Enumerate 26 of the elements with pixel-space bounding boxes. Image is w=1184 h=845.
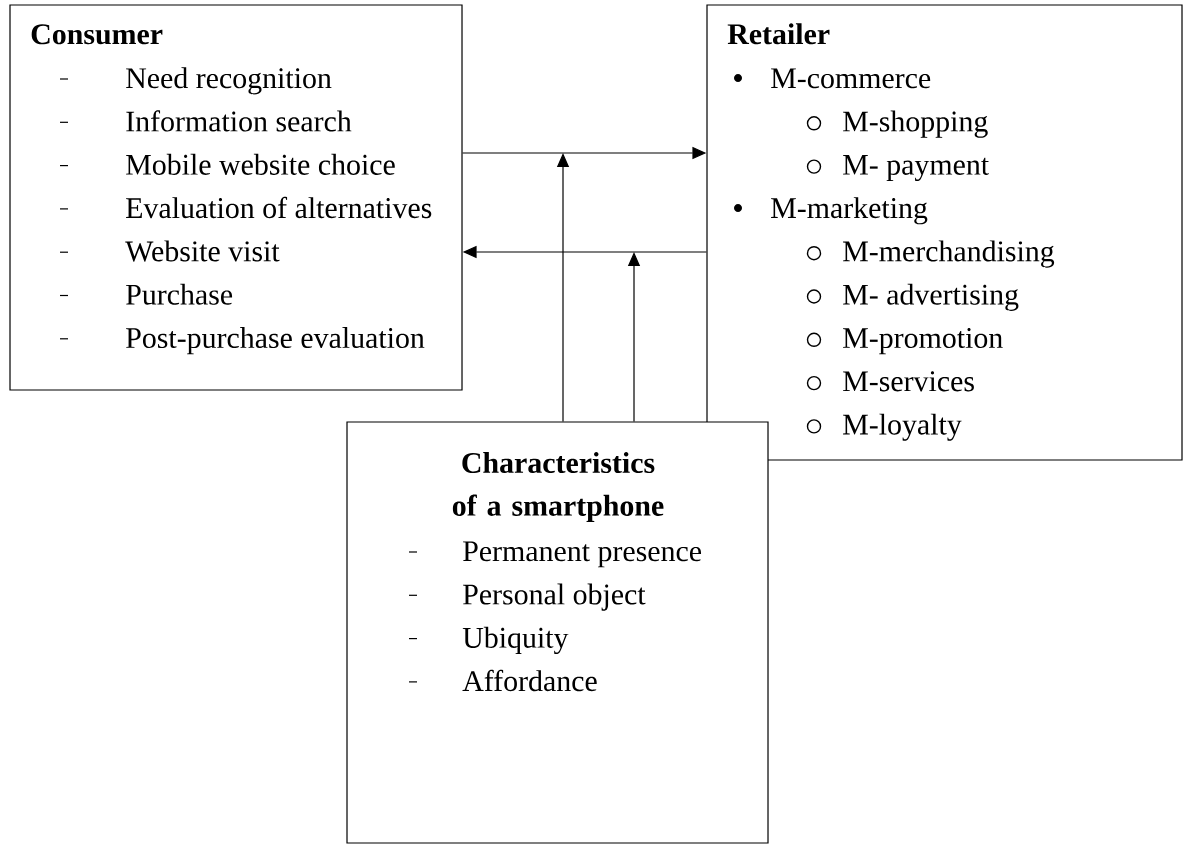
list-item: M- advertising: [843, 283, 1019, 311]
list-item: M-services: [843, 371, 974, 392]
list-item: M-marketing: [771, 197, 928, 225]
list-item: M-promotion: [843, 328, 1003, 355]
list-item: Post-purchase evaluation: [126, 327, 425, 355]
list-item: M-shopping: [843, 110, 988, 138]
list-item: Ubiquity: [462, 626, 569, 655]
list-item: Permanent presence: [463, 541, 701, 568]
heading: Characteristics of a smartphone: [452, 452, 664, 522]
text-box: [706, 4, 1183, 461]
list-item: M-merchandising: [843, 240, 1055, 268]
heading: Consumer: [31, 24, 163, 45]
list-item: Purchase: [126, 283, 233, 305]
list-item: Website visit: [125, 240, 280, 262]
text-box: [9, 4, 463, 391]
list-item: M- payment: [843, 155, 989, 182]
list-item: Mobile website choice: [126, 153, 395, 175]
list-item: Evaluation of alternatives: [126, 196, 432, 219]
list-item: Affordance: [462, 669, 597, 692]
list-item: Information search: [126, 110, 352, 132]
list-item: M-commerce: [771, 68, 931, 89]
list-item: M-loyalty: [843, 413, 962, 441]
list-item: Personal object: [463, 583, 646, 611]
list-item: Need recognition: [126, 67, 332, 95]
text-box: [346, 421, 769, 844]
heading: Retailer: [727, 23, 830, 45]
